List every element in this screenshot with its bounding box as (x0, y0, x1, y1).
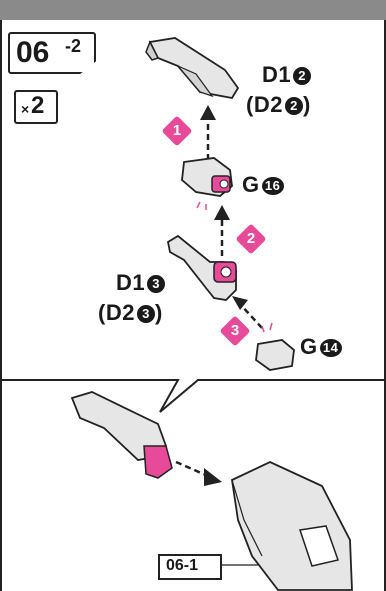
step-sub-number: -2 (65, 36, 82, 56)
part-number-badge: 16 (261, 177, 284, 195)
step-badge-3: 3 (219, 315, 251, 347)
step-number: 06 (16, 36, 50, 69)
part-number-badge: 3 (147, 275, 166, 293)
part-g14 (255, 322, 295, 371)
quantity-box: × 2 (14, 90, 58, 124)
arrowhead-step-2 (214, 205, 230, 220)
assembled-body-block (231, 461, 353, 591)
assembled-arm-part (70, 391, 173, 479)
part-number-badge: 2 (293, 67, 312, 85)
part-g16 (181, 157, 233, 210)
step-badge-1: 1 (161, 115, 193, 147)
part-number-badge: 14 (319, 339, 342, 357)
part-number-badge: 3 (136, 305, 155, 323)
reference-label-box: 06-1 (158, 554, 222, 580)
part-top-shell (145, 37, 240, 99)
header-bar (0, 0, 386, 20)
left-border (0, 20, 2, 591)
quantity-count: 2 (31, 92, 45, 119)
part-number-badge: 2 (284, 97, 303, 115)
reference-label: 06-1 (166, 557, 199, 574)
part-d1-3 (166, 234, 237, 301)
arrow-attach (175, 460, 209, 478)
arrowhead-attach (204, 468, 222, 486)
step-number-box: 06 -2 (8, 32, 96, 74)
arrowhead-step-3 (232, 296, 248, 310)
step-badge-2: 2 (235, 223, 267, 255)
multiply-icon: × (21, 101, 30, 117)
right-border (384, 20, 386, 591)
arrow-step-3 (239, 303, 263, 329)
section-divider (2, 379, 384, 413)
arrowhead-step-1 (200, 105, 216, 120)
